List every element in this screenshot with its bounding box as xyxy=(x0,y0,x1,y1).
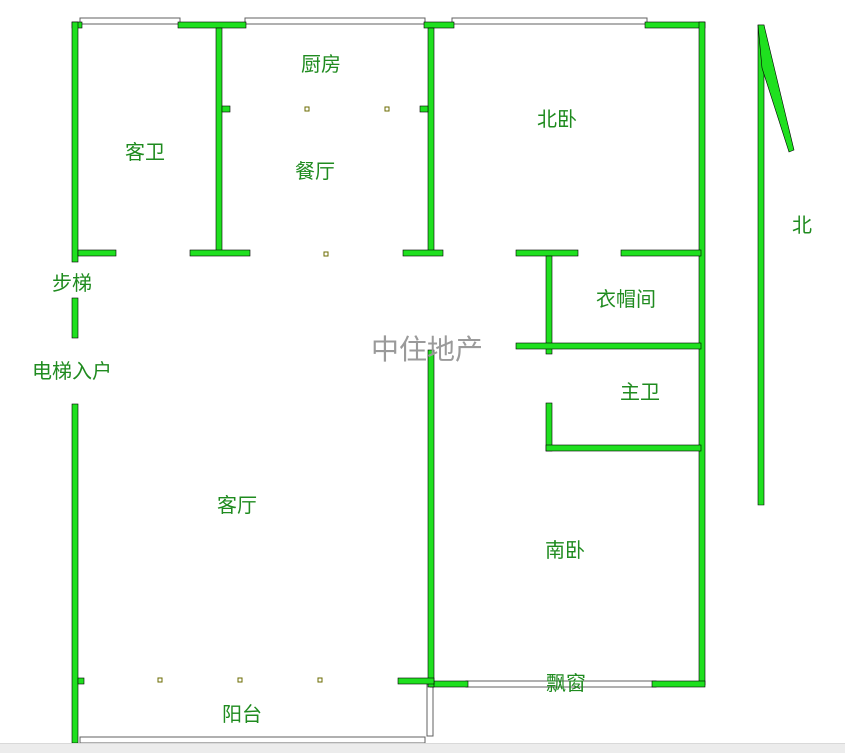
markers xyxy=(157,106,390,683)
wall-balcony-right xyxy=(397,677,435,685)
label-north: 北 xyxy=(792,213,812,237)
window-balcony-side xyxy=(426,683,434,737)
north-arrow-head xyxy=(757,24,795,153)
wall-masterbath-left xyxy=(545,402,553,452)
wall-h4 xyxy=(515,249,579,257)
wall-right xyxy=(698,21,706,686)
room-label-north-bedroom: 北卧 xyxy=(537,107,577,131)
room-label-balcony: 阳台 xyxy=(222,702,262,726)
wall-left-lower xyxy=(71,403,79,744)
wall-closet-left xyxy=(545,255,553,355)
wall-left-upper xyxy=(71,21,79,263)
room-label-guest-bath: 客卫 xyxy=(125,140,165,164)
marker xyxy=(317,677,323,683)
wall-h2 xyxy=(189,249,251,257)
window-north-1 xyxy=(79,17,181,25)
wall-stub-2 xyxy=(419,105,429,113)
room-label-living: 客厅 xyxy=(217,493,257,517)
wall-stub-1 xyxy=(221,105,231,113)
marker xyxy=(323,251,329,257)
bottom-strip xyxy=(0,743,845,753)
marker xyxy=(157,677,163,683)
marker xyxy=(237,677,243,683)
room-label-dining: 餐厅 xyxy=(295,159,335,183)
wall-kitchen-northbed xyxy=(427,27,435,255)
north-arrow-shaft xyxy=(757,24,765,506)
wall-masterbath-bottom xyxy=(545,444,702,452)
wall-top-mid1 xyxy=(177,21,247,29)
room-label-master-bath: 主卫 xyxy=(620,380,660,404)
window-north-3 xyxy=(451,17,648,25)
room-label-closet: 衣帽间 xyxy=(596,287,656,311)
wall-living-south xyxy=(427,349,435,688)
room-label-kitchen: 厨房 xyxy=(301,52,341,76)
wall-top-mid2 xyxy=(423,21,455,29)
wall-h5 xyxy=(620,249,702,257)
marker xyxy=(304,106,310,112)
label-stairs: 步梯 xyxy=(52,271,92,295)
wall-guestbath-kitchen xyxy=(215,27,223,255)
label-elevator-entry: 电梯入户 xyxy=(32,359,112,383)
wall-left-mid xyxy=(71,297,79,339)
window-north-2 xyxy=(244,17,426,25)
walls xyxy=(71,21,706,744)
wall-balcony-left xyxy=(77,677,85,685)
label-bay-window: 飘窗 xyxy=(546,671,586,695)
wall-h3 xyxy=(402,249,444,257)
wall-h1 xyxy=(77,249,117,257)
wall-bottom-right xyxy=(651,680,706,688)
wall-bottom-mid xyxy=(429,680,469,688)
marker xyxy=(384,106,390,112)
room-label-south-bedroom: 南卧 xyxy=(545,538,585,562)
watermark: 中住地产 xyxy=(371,333,483,366)
north-arrow-icon xyxy=(757,24,795,506)
wall-top-right xyxy=(644,21,706,29)
wall-h6 xyxy=(515,342,702,350)
